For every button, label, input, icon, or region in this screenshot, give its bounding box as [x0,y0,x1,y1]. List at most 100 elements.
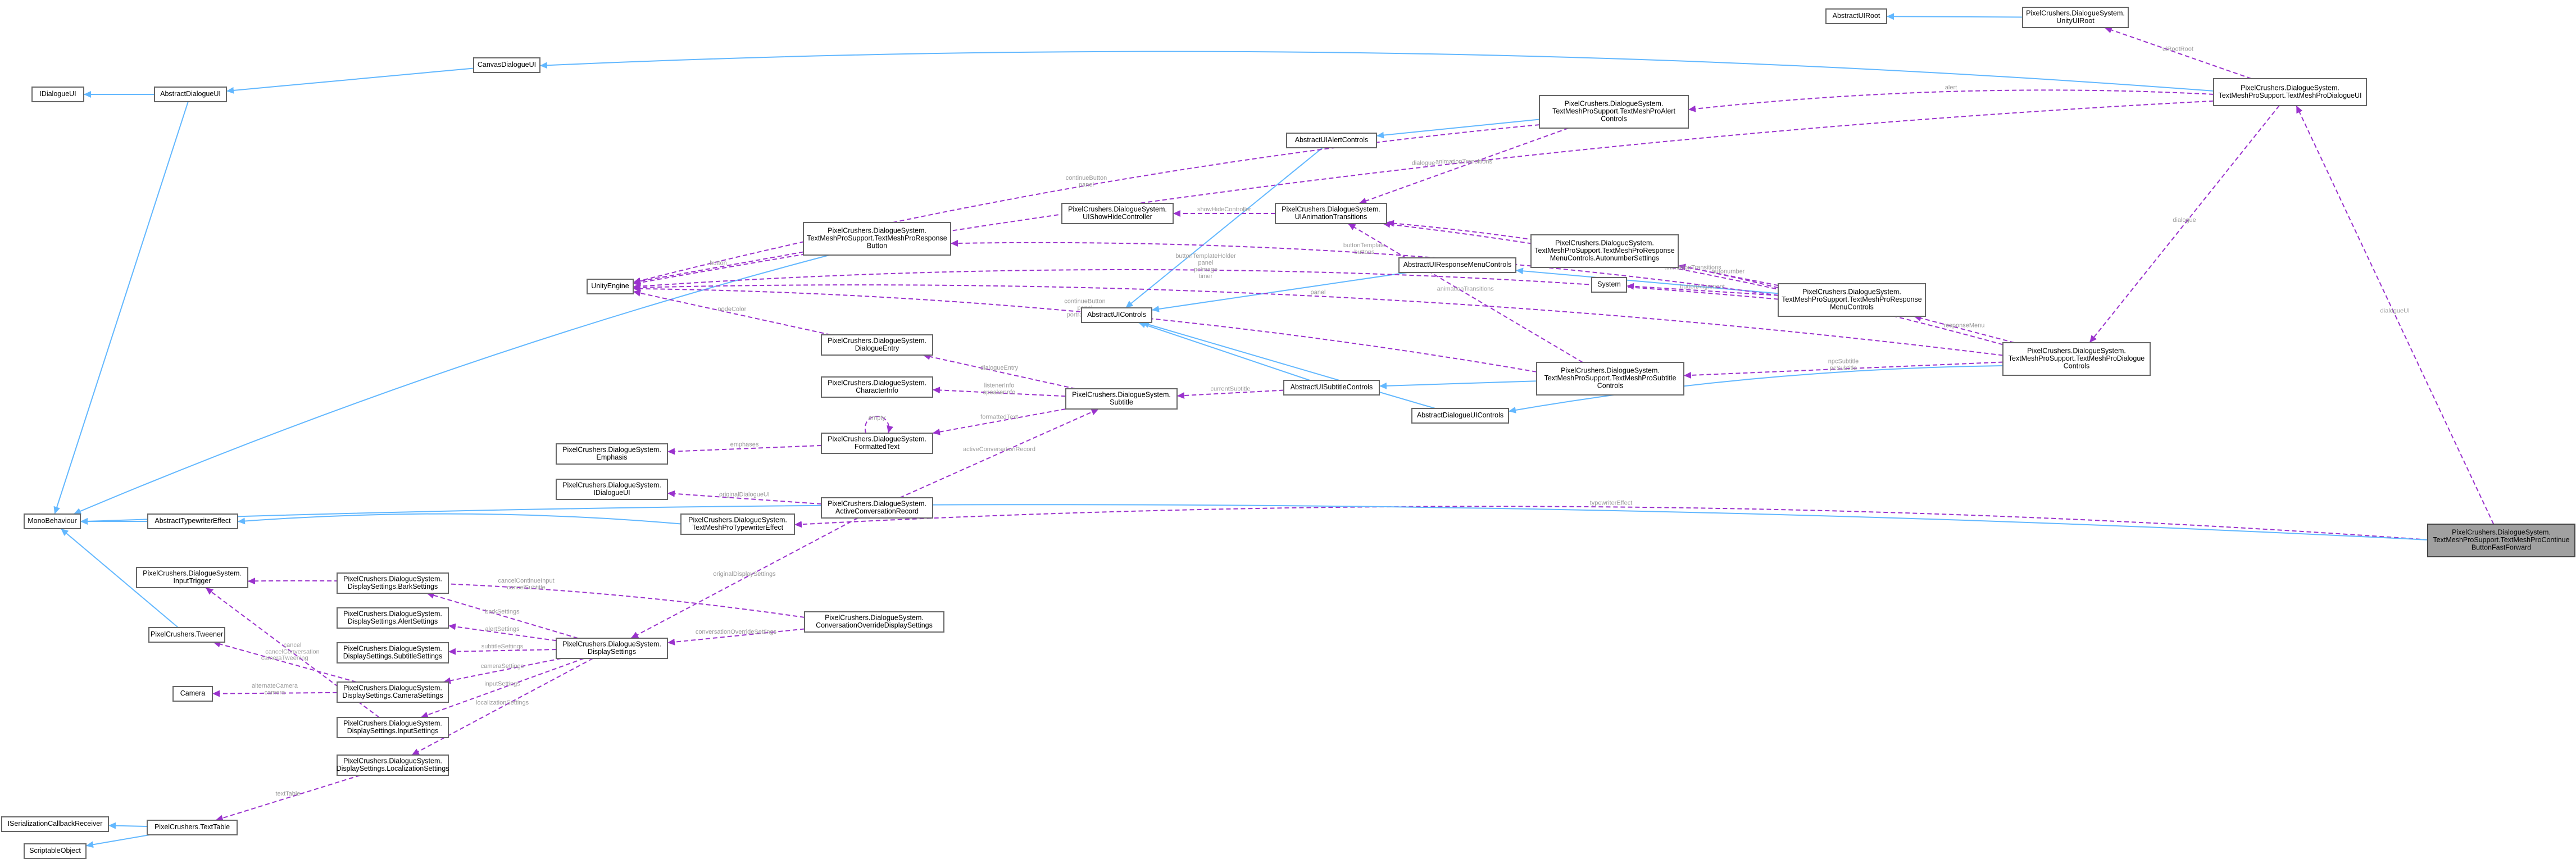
class-name: AbstractUIControls [1087,311,1146,319]
edge-continue-button-fast-forward-to-mono-behaviour [80,504,2428,540]
class-node-idialogue-ui[interactable]: IDialogueUI [31,87,84,102]
class-node-tmptypewriter-effect[interactable]: PixelCrushers.DialogueSystem.TextMeshPro… [680,513,795,535]
class-node-abstract-uisubtitle-controls[interactable]: AbstractUISubtitleControls [1283,380,1380,396]
edge-continue-button-fast-forward-to-tmptypewriter-effect: typewriterEffect [794,499,2428,540]
class-node-uianimation-transitions[interactable]: PixelCrushers.DialogueSystem.UIAnimation… [1275,203,1387,224]
class-name: AbstractTypewriterEffect [155,517,231,525]
class-node-formatted-text[interactable]: PixelCrushers.DialogueSystem.FormattedTe… [821,433,933,454]
class-node-tmpsubtitle-controls[interactable]: PixelCrushers.DialogueSystem.TextMeshPro… [1536,362,1684,396]
inheritance-arrow [85,834,150,848]
class-box [154,87,227,102]
class-box [337,642,449,663]
class-node-display-settings[interactable]: PixelCrushers.DialogueSystem.DisplaySett… [556,638,668,659]
class-name: CanvasDialogueUI [478,61,536,69]
class-box [1539,95,1689,129]
class-node-tmpalert-controls[interactable]: PixelCrushers.DialogueSystem.TextMeshPro… [1539,95,1689,129]
inheritance-arrow [1151,272,1408,312]
edge-formatted-text-to-formatted-text: empty [864,415,893,434]
class-node-abstract-uialert-controls[interactable]: AbstractUIAlertControls [1286,133,1377,148]
class-box [2002,342,2151,376]
class-box [1825,8,1887,24]
class-name: PixelCrushers.DialogueSystem.TextMeshPro… [1782,288,1921,311]
class-node-abstract-uicontrols[interactable]: AbstractUIControls [1081,307,1152,323]
association-arrow [1383,221,2003,346]
edge-text-table-to-iserialization-callback-receiver [108,822,148,829]
class-node-continue-button-fast-forward[interactable]: PixelCrushers.DialogueSystem.TextMeshPro… [2427,524,2575,557]
class-name: PixelCrushers.DialogueSystem.Emphasis [562,446,661,462]
class-node-abstract-dialogue-uicontrols[interactable]: AbstractDialogueUIControls [1411,408,1509,424]
class-box [680,513,795,535]
association-arrow [1359,128,1569,204]
class-node-dialogue-entry[interactable]: PixelCrushers.DialogueSystem.DialogueEnt… [821,334,933,356]
association-arrow [1347,223,1583,363]
class-name: PixelCrushers.DialogueSystem.DisplaySett… [343,720,442,735]
association-arrow [633,284,2003,356]
inheritance-arrow [1141,321,1435,409]
class-box [1530,234,1679,268]
edge-tmptypewriter-effect-to-abstract-typewriter-effect [237,513,682,525]
class-node-active-conversation-record[interactable]: PixelCrushers.DialogueSystem.ActiveConve… [821,497,933,519]
class-node-tmpresponse-button[interactable]: PixelCrushers.DialogueSystem.TextMeshPro… [803,222,951,256]
class-node-emphasis[interactable]: PixelCrushers.DialogueSystem.Emphasis [556,443,668,465]
class-box [821,376,933,398]
class-name: AbstractDialogueUI [160,90,221,98]
class-node-tmpdialogue-ui[interactable]: PixelCrushers.DialogueSystem.TextMeshPro… [2213,78,2367,106]
class-name: PixelCrushers.DialogueSystem.UIAnimation… [1282,206,1380,221]
class-node-unity-engine[interactable]: UnityEngine [587,279,634,294]
edge-tmpdialogue-controls-to-tmpresponse-menu-controls: responseMenu [1914,315,2015,343]
class-box [1591,277,1627,293]
association-arrow [633,289,832,335]
class-node-alert-settings[interactable]: PixelCrushers.DialogueSystem.DisplaySett… [337,607,449,629]
class-node-mono-behaviour[interactable]: MonoBehaviour [24,513,81,529]
class-node-abstract-dialogue-ui[interactable]: AbstractDialogueUI [154,87,227,102]
inheritance-arrow [1125,147,1323,308]
class-node-abstract-uiroot[interactable]: AbstractUIRoot [1825,8,1887,24]
class-node-subtitle[interactable]: PixelCrushers.DialogueSystem.Subtitle [1065,388,1178,410]
class-node-abstract-uiresponse-menu-controls[interactable]: AbstractUIResponseMenuControls [1398,257,1516,273]
class-node-tmpresponse-menu-controls[interactable]: PixelCrushers.DialogueSystem.TextMeshPro… [1778,283,1926,317]
class-node-camera-settings[interactable]: PixelCrushers.DialogueSystem.DisplaySett… [337,681,449,703]
edge-display-settings-to-subtitle-settings: subtitleSettings [448,643,557,655]
class-node-input-settings[interactable]: PixelCrushers.DialogueSystem.DisplaySett… [337,717,449,738]
class-node-canvas-dialogue-ui[interactable]: CanvasDialogueUI [473,57,540,73]
inheritance-arrow [60,528,179,628]
edge-tweener-to-mono-behaviour [60,528,179,628]
edge-abstract-uisubtitle-controls-to-subtitle: currentSubtitle [1176,386,1284,399]
class-node-uishow-hide-controller[interactable]: PixelCrushers.DialogueSystem.UIShowHideC… [1061,203,1174,224]
association-arrow [448,648,557,655]
inheritance-arrow [1379,380,1537,389]
class-name: PixelCrushers.DialogueSystem.Conversatio… [816,614,933,630]
class-node-character-info[interactable]: PixelCrushers.DialogueSystem.CharacterIn… [821,376,933,398]
class-node-unity-uiroot[interactable]: PixelCrushers.DialogueSystem.UnityUIRoot [2022,7,2129,28]
class-node-abstract-typewriter-effect[interactable]: AbstractTypewriterEffect [147,513,238,529]
class-node-iserialization-callback-receiver[interactable]: ISerializationCallbackReceiver [1,816,109,832]
edge-label: buttonAlignment [1680,283,1725,290]
association-arrow [932,408,1066,435]
class-node-system[interactable]: System [1591,277,1627,293]
edge-tmpdialogue-controls-to-abstract-dialogue-uicontrols [1508,365,2003,413]
association-arrow [411,658,593,756]
class-node-tmpdialogue-controls[interactable]: PixelCrushers.DialogueSystem.TextMeshPro… [2002,342,2151,376]
class-node-bark-settings[interactable]: PixelCrushers.DialogueSystem.DisplaySett… [337,572,449,594]
edge-tmpresponse-menu-controls-to-abstract-uiresponse-menu-controls [1515,267,1779,294]
class-node-localization-settings[interactable]: PixelCrushers.DialogueSystem.DisplaySett… [337,755,449,776]
class-node-text-table[interactable]: PixelCrushers.TextTable [147,820,238,835]
class-name: PixelCrushers.DialogueSystem.TextMeshPro… [2219,84,2362,100]
edge-label: inputSettings [484,681,520,688]
node-layer: IDialogueUI AbstractDialogueUI CanvasDialo… [1,7,2575,859]
class-node-autonumber-settings[interactable]: PixelCrushers.DialogueSystem.TextMeshPro… [1530,234,1679,268]
class-name: PixelCrushers.DialogueSystem.UnityUIRoot [2026,10,2125,25]
class-node-camera[interactable]: Camera [172,686,213,702]
class-node-subtitle-settings[interactable]: PixelCrushers.DialogueSystem.DisplaySett… [337,642,449,663]
class-node-tweener[interactable]: PixelCrushers.Tweener [148,627,225,643]
class-box [24,513,81,529]
class-name: PixelCrushers.DialogueSystem.DialogueEnt… [828,337,926,353]
class-node-input-trigger[interactable]: PixelCrushers.DialogueSystem.InputTrigge… [136,567,248,588]
class-name: ScriptableObject [29,847,81,855]
class-node-idialogue-ui2[interactable]: PixelCrushers.DialogueSystem.IDialogueUI [556,479,668,500]
class-box [556,638,668,659]
class-node-scriptable-object[interactable]: ScriptableObject [24,843,87,859]
edge-subtitle-to-dialogue-entry: dialogueEntry [923,353,1076,389]
class-node-conversation-override-display-settings[interactable]: PixelCrushers.DialogueSystem.Conversatio… [804,611,944,633]
